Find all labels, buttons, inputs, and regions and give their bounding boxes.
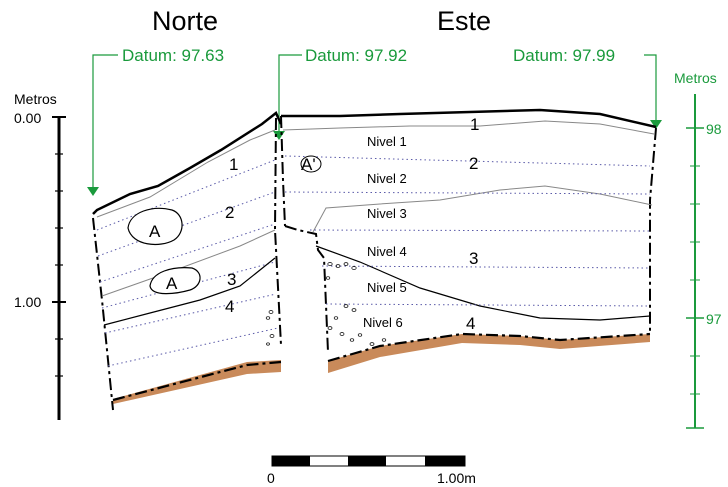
scale-bar-end-label: 1.00m	[437, 470, 476, 486]
norte-layer-1: 1	[229, 155, 238, 174]
este-layer-1: 1	[470, 115, 479, 134]
datum-right-marker-icon	[650, 120, 662, 129]
este-contact-3	[312, 185, 653, 233]
este-dotted-levels	[284, 155, 651, 307]
datum-right-label: Datum: 97.99	[513, 46, 615, 65]
right-scale-axis	[686, 94, 704, 429]
nivel-3-label: Nivel 3	[367, 206, 407, 221]
este-base-soil	[328, 334, 650, 373]
nivel-6-label: Nivel 6	[363, 315, 403, 330]
este-left-wall	[280, 115, 286, 227]
title-norte: Norte	[152, 6, 218, 36]
norte-layer-2: 2	[225, 203, 234, 222]
norte-contact-4	[103, 257, 276, 326]
este-contact-1	[282, 120, 655, 135]
este-feature-a-prime	[300, 155, 322, 173]
norte-feature-a1-label: A	[149, 222, 161, 241]
right-scale-tick-0: 98	[706, 121, 722, 137]
norte-contact-3	[101, 229, 276, 297]
norte-dotted-levels	[96, 159, 279, 367]
left-scale-tick-0: 0.00	[14, 110, 41, 126]
norte-layer-3: 3	[227, 270, 236, 289]
norte-feature-a2-label: A	[166, 274, 178, 293]
este-profile: A' 1 2 3 4 Nivel 1 Nivel 2 Nivel 3 Nivel…	[280, 108, 657, 373]
este-layer-2: 2	[469, 154, 478, 173]
datum-middle-callout	[278, 54, 302, 131]
datum-middle-marker-icon	[273, 131, 285, 140]
este-layer-3: 3	[469, 249, 478, 268]
left-scale-tick-1: 1.00	[14, 294, 41, 310]
nivel-5-label: Nivel 5	[367, 280, 407, 295]
este-layer-4: 4	[466, 314, 475, 333]
norte-left-wall	[92, 217, 114, 411]
este-surface	[281, 108, 657, 129]
norte-pebbles	[265, 310, 275, 346]
este-base-dashdot	[327, 332, 651, 363]
norte-base-soil-band	[113, 361, 281, 404]
este-right-wall	[649, 127, 657, 334]
left-scale-axis	[52, 116, 66, 420]
datum-left-marker-icon	[87, 187, 99, 196]
nivel-2-label: Nivel 2	[367, 171, 407, 186]
right-scale-tick-1: 97	[706, 311, 722, 327]
scale-bar	[271, 455, 466, 467]
norte-profile: A A 1 2 3 4	[92, 111, 283, 411]
norte-feature-a2	[149, 267, 201, 295]
nivel-1-label: Nivel 1	[367, 134, 407, 149]
datum-middle-label: Datum: 97.92	[305, 46, 407, 65]
datum-left-callout	[92, 54, 118, 188]
norte-feature-a1	[127, 207, 183, 246]
norte-surface	[92, 111, 283, 215]
norte-base-dashdot	[112, 360, 282, 402]
title-este: Este	[437, 6, 491, 36]
nivel-4-label: Nivel 4	[367, 244, 407, 259]
este-left-step	[284, 225, 329, 353]
este-pebbles	[325, 262, 387, 346]
scale-bar-start-label: 0	[267, 470, 275, 486]
norte-right-wall	[273, 117, 282, 346]
este-feature-a-prime-label: A'	[301, 155, 316, 174]
left-scale-unit: Metros	[14, 91, 57, 107]
este-contact-4	[315, 245, 651, 321]
datum-left-label: Datum: 97.63	[122, 46, 224, 65]
datum-right-callout	[644, 54, 657, 120]
norte-layer-4: 4	[225, 297, 234, 316]
right-scale-unit: Metros	[674, 70, 717, 86]
norte-contact-1	[96, 129, 276, 218]
